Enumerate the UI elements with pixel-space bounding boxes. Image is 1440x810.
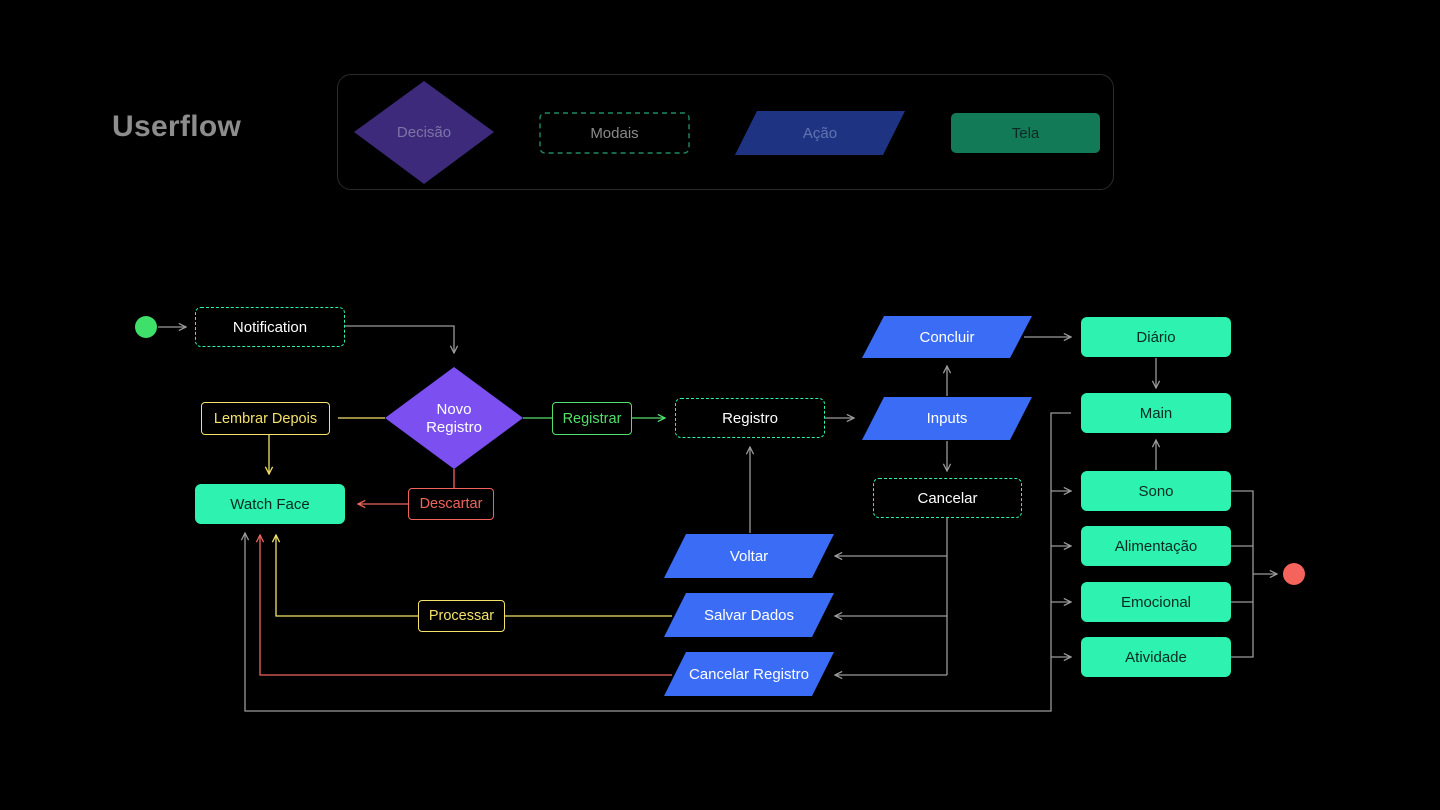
inputs-action[interactable]: Inputs — [926, 410, 968, 427]
legend-modal-label: Modais — [590, 124, 639, 142]
novo-registro-decision-shape — [385, 367, 523, 469]
alimentacao-screen[interactable]: Alimentação — [1081, 526, 1231, 566]
concluir-action[interactable]: Concluir — [919, 328, 975, 346]
salvar-dados-action[interactable]: Salvar Dados — [703, 606, 795, 624]
legend-screen-label: Tela — [1011, 124, 1040, 142]
legend-screen-shape — [951, 113, 1100, 153]
cancelar-registro-action[interactable]: Cancelar Registro — [688, 665, 810, 683]
edge-notification-decision — [345, 325, 454, 353]
salvar-dados-shape — [664, 593, 834, 637]
edge-cancelar-registro-watchface — [260, 535, 672, 676]
legend-modal-shape — [539, 112, 690, 154]
edge-processar-watchface — [276, 535, 418, 617]
voltar-shape — [664, 534, 834, 578]
watch-face-screen[interactable]: Watch Face — [195, 484, 345, 524]
end-node — [1283, 563, 1305, 585]
edge-categories-end — [1231, 490, 1254, 658]
emocional-screen[interactable]: Emocional — [1081, 582, 1231, 622]
cancelar-node[interactable]: Cancelar — [873, 478, 1022, 518]
legend-decision-shape — [354, 81, 494, 184]
lembrar-depois-tag: Lembrar Depois — [201, 402, 330, 435]
processar-tag: Processar — [418, 600, 505, 632]
sono-screen[interactable]: Sono — [1081, 471, 1231, 511]
novo-registro-decision[interactable]: Novo Registro — [404, 398, 504, 440]
legend-action-shape — [735, 111, 905, 155]
diario-screen[interactable]: Diário — [1081, 317, 1231, 357]
edge-watchface-loop — [245, 412, 1071, 712]
novo-registro-line1: Novo — [436, 401, 472, 418]
novo-registro-line2: Registro — [426, 419, 482, 436]
legend-panel — [337, 74, 1114, 190]
cancelar-registro-shape — [664, 652, 834, 696]
descartar-tag: Descartar — [408, 488, 494, 520]
main-screen[interactable]: Main — [1081, 393, 1231, 433]
voltar-action[interactable]: Voltar — [729, 547, 769, 565]
registro-node[interactable]: Registro — [675, 398, 825, 438]
notification-node[interactable]: Notification — [195, 307, 345, 347]
legend-decision-label: Decisão — [396, 123, 452, 141]
inputs-shape — [862, 397, 1032, 440]
start-node — [135, 316, 157, 338]
atividade-screen[interactable]: Atividade — [1081, 637, 1231, 677]
page-title: Userflow — [112, 110, 242, 143]
concluir-shape — [862, 316, 1032, 358]
legend-action-label: Ação — [802, 124, 838, 142]
registrar-tag: Registrar — [552, 402, 632, 435]
